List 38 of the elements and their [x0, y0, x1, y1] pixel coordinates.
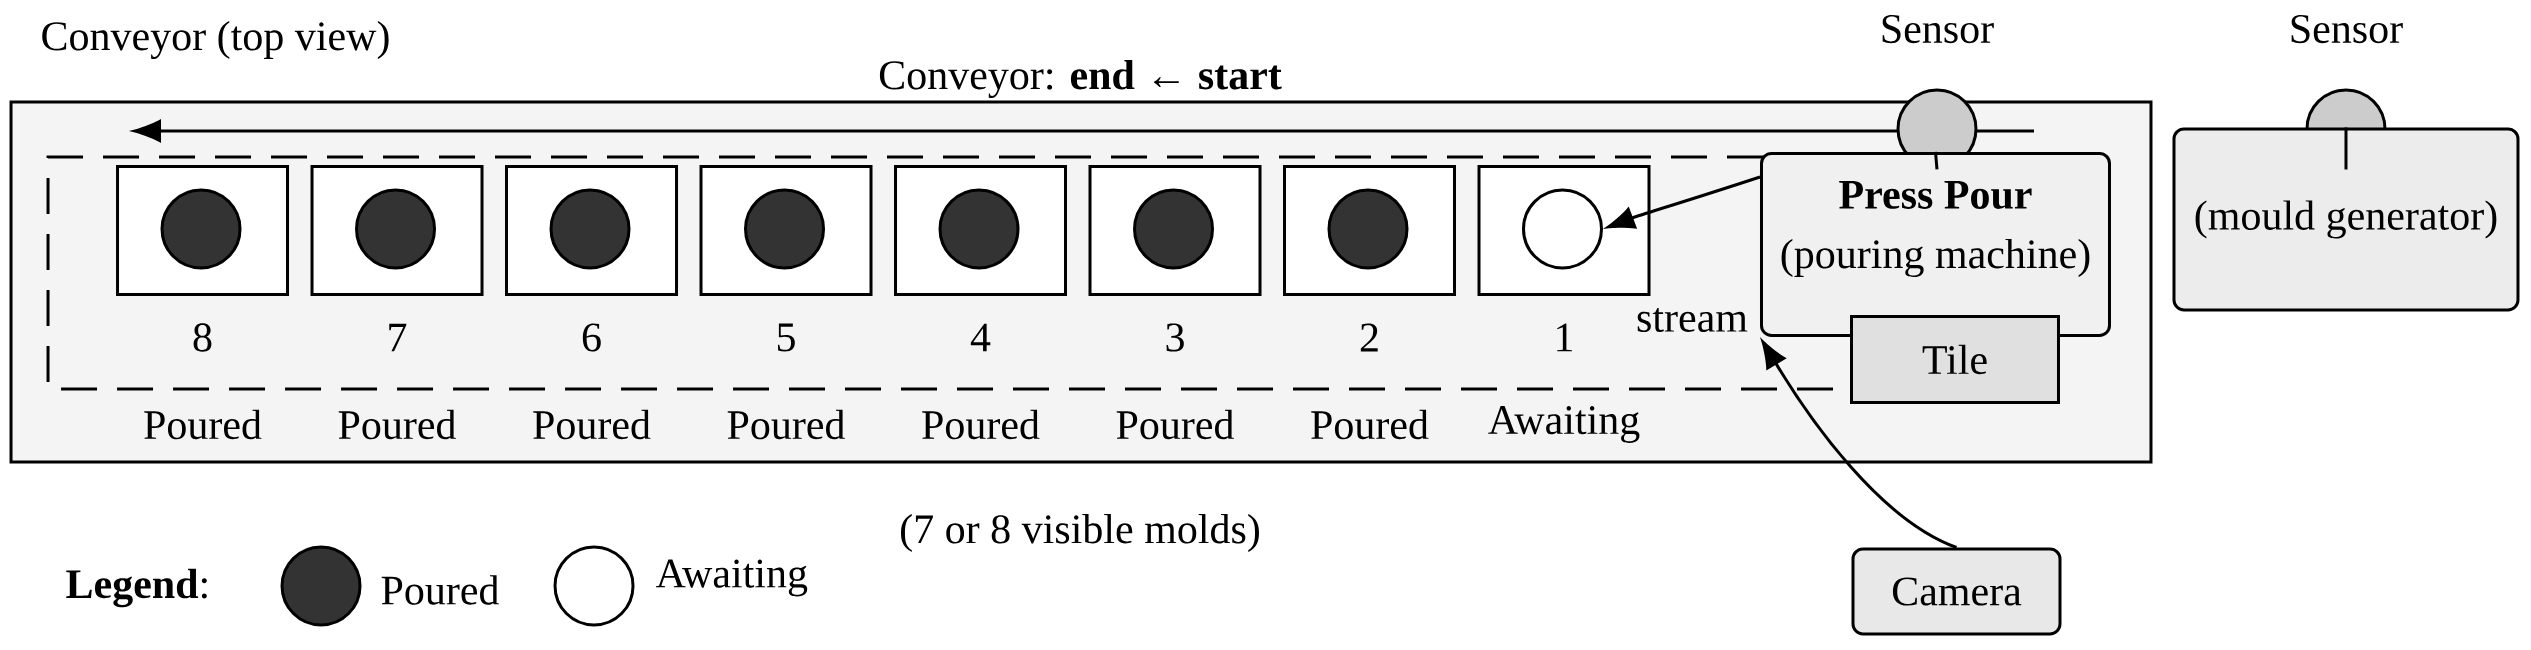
status-label: Poured	[533, 409, 651, 440]
mold-number: 3	[1166, 323, 1184, 352]
connector	[2344, 127, 2348, 170]
casting-circle	[355, 188, 436, 270]
direction-label: Conveyor: end ← start	[879, 59, 1282, 99]
casting-circle	[1522, 188, 1603, 270]
status-label: Poured	[727, 409, 845, 440]
mold-number: 6	[582, 323, 601, 352]
mold-number: 5	[777, 323, 795, 352]
mold-number: 2	[1360, 323, 1378, 352]
casting-circle	[160, 188, 242, 270]
status-label: Awaiting	[1488, 406, 1640, 443]
box-heading: Conveyor (top view)	[42, 20, 389, 60]
casting-circle	[744, 188, 825, 270]
status-label: Poured	[922, 409, 1040, 440]
status-label: Poured	[1116, 409, 1234, 440]
status-label: Poured	[1311, 409, 1429, 440]
legend-label: Awaiting	[655, 559, 808, 597]
machine-box: (mould generator)	[2172, 127, 2520, 312]
mold-number: 1	[1557, 323, 1572, 352]
sensor-label: Sensor	[1882, 14, 1994, 44]
casting-circle	[1327, 188, 1409, 270]
mold-number: 4	[970, 323, 991, 352]
machine-box: Press Pour (pouring machine)	[1760, 152, 2111, 337]
status-label: Poured	[144, 409, 262, 440]
casting-circle	[549, 188, 631, 270]
connector	[1934, 151, 1939, 170]
sensor-label: Sensor	[2291, 14, 2403, 44]
mold-number: 7	[389, 323, 407, 352]
casting-circle	[1133, 188, 1214, 270]
legend-heading: Legend:	[66, 568, 207, 608]
casting-circle	[938, 188, 1020, 270]
camera-box: Camera	[1851, 547, 2062, 636]
caption: (7 or 8 visible molds)	[901, 514, 1259, 552]
legend-label: Poured	[381, 575, 499, 605]
mold-number: 8	[193, 323, 212, 352]
status-label: Poured	[338, 409, 456, 440]
edge-label: stream	[1632, 303, 1752, 337]
